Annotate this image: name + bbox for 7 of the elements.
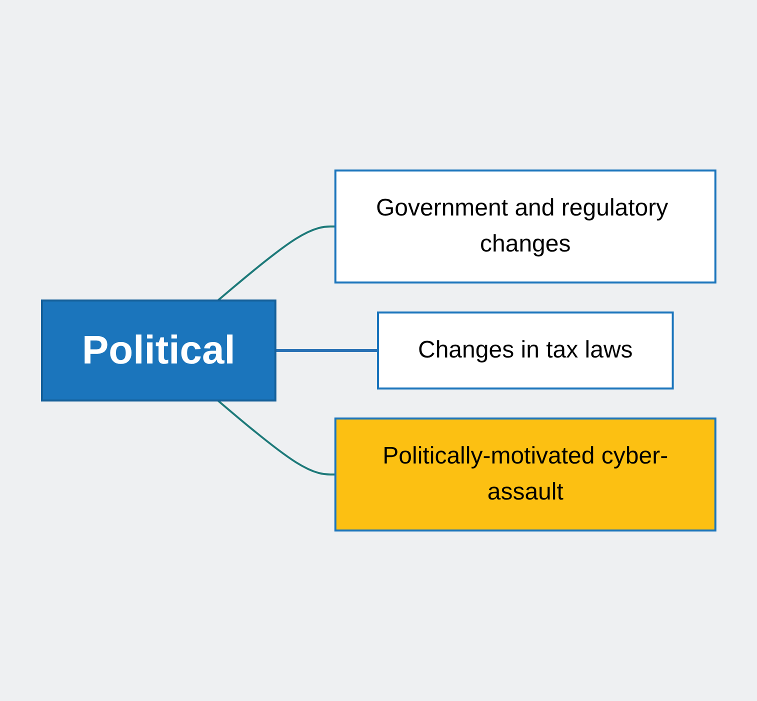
- node-box: Changes in tax laws: [376, 312, 674, 390]
- connector: [275, 349, 378, 352]
- node-box: Government and regulatory changes: [334, 170, 716, 284]
- node-box: Politically-motivated cyber-assault: [334, 418, 716, 532]
- connector: [217, 400, 336, 476]
- node-box: Political: [40, 300, 276, 402]
- connector: [217, 226, 336, 302]
